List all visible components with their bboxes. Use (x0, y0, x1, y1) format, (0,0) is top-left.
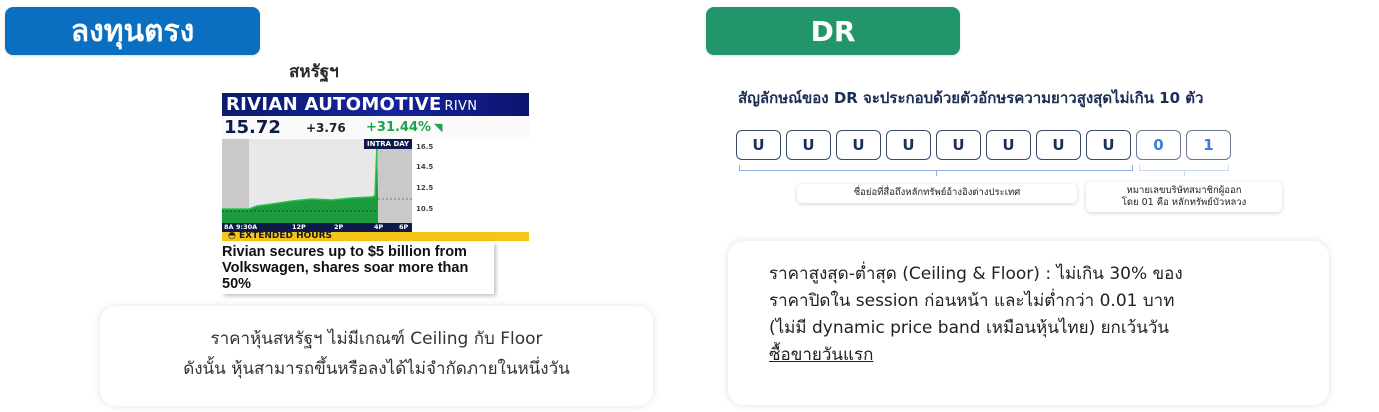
note-line: ราคาปิดใน session ก่อนหน้า และไม่ต่ำกว่า… (769, 291, 1175, 311)
x-tick: 8A (224, 223, 234, 231)
note-line: (ไม่มี dynamic price band เหมือนหุ้นไทย)… (769, 318, 1169, 338)
y-tick: 10.5 (416, 205, 434, 213)
stock-change: +3.76 (306, 120, 346, 135)
extended-hours-banner: ◓ EXTENDED HOURS (222, 232, 529, 241)
y-tick: 14.5 (416, 163, 434, 171)
symbol-char-box: U (986, 130, 1031, 160)
y-axis: 16.5 14.5 12.5 10.5 (414, 139, 454, 232)
x-tick: 4P (374, 223, 384, 231)
intraday-chart: INTRA DAY 8A 9:30A 12P 2P 4P 6P 16.5 14.… (222, 139, 529, 232)
symbol-char-box: U (1086, 130, 1131, 160)
stock-name: RIVIAN AUTOMOTIVE (226, 94, 442, 115)
dr-price-limit-note: ราคาสูงสุด-ต่ำสุด (Ceiling & Floor) : ไม… (728, 241, 1329, 405)
symbol-char-box: U (886, 130, 931, 160)
x-axis: 8A 9:30A 12P 2P 4P 6P (222, 223, 412, 232)
extended-hours-label: EXTENDED HOURS (239, 231, 333, 241)
symbol-boxes: U U U U U U U U 0 1 (736, 130, 1231, 160)
symbol-char-box: U (786, 130, 831, 160)
issuer-bracket (1139, 165, 1229, 171)
symbol-digit-box: 0 (1136, 130, 1181, 160)
quote-row: 15.72 +3.76 +31.44% ◥ (222, 116, 529, 139)
bracket-tick (1184, 171, 1185, 176)
y-tick: 12.5 (416, 184, 434, 192)
stock-ticker: RIVN (444, 99, 478, 114)
first-trading-day-text: ซื้อขายวันแรก (769, 345, 874, 365)
note-line: ราคาหุ้นสหรัฐฯ ไม่มีเกณฑ์ Ceiling กับ Fl… (210, 329, 543, 349)
dr-symbol-title: สัญลักษณ์ของ DR จะประกอบด้วยตัวอักษรความ… (738, 89, 1204, 107)
direct-investment-badge: ลงทุนตรง (5, 7, 260, 55)
note-line: ดังนั้น หุ้นสามารถขึ้นหรือลงได้ไม่จำกัดภ… (183, 359, 570, 379)
symbol-char-box: U (736, 130, 781, 160)
label-line: หมายเลขบริษัทสมาชิกผู้ออก (1126, 185, 1242, 196)
us-subtitle: สหรัฐฯ (289, 62, 339, 82)
intraday-tag: INTRA DAY (364, 139, 413, 149)
news-headline: Rivian secures up to $5 billion from Vol… (222, 242, 494, 294)
note-line: ราคาสูงสุด-ต่ำสุด (Ceiling & Floor) : ไม… (769, 264, 1183, 284)
x-tick: 6P (399, 223, 409, 231)
bracket-tick (936, 171, 937, 176)
stock-change-pct: +31.44% (366, 120, 432, 135)
headline-line: Volkswagen, shares soar more than 50% (222, 260, 469, 292)
stock-price: 15.72 (224, 117, 281, 138)
symbol-char-box: U (1036, 130, 1081, 160)
x-tick: 2P (334, 223, 344, 231)
issuer-label: หมายเลขบริษัทสมาชิกผู้ออก โดย 01 คือ หลั… (1086, 182, 1282, 212)
symbol-char-box: U (936, 130, 981, 160)
y-tick: 16.5 (416, 143, 434, 151)
price-line-svg (222, 143, 412, 223)
dr-badge: DR (706, 7, 960, 55)
symbol-digit-box: 1 (1186, 130, 1231, 160)
moon-icon: ◓ (228, 231, 239, 241)
us-price-limit-note: ราคาหุ้นสหรัฐฯ ไม่มีเกณฑ์ Ceiling กับ Fl… (100, 306, 653, 406)
x-tick: 9:30A (236, 223, 258, 231)
ticker-label: ชื่อย่อที่สื่อถึงหลักทรัพย์อ้างอิงต่างปร… (797, 184, 1077, 203)
symbol-char-box: U (836, 130, 881, 160)
x-tick: 12P (292, 223, 306, 231)
up-arrow-icon: ◥ (434, 121, 443, 134)
label-line: โดย 01 คือ หลักทรัพย์บัวหลวง (1121, 197, 1247, 208)
headline-line: Rivian secures up to $5 billion from (222, 244, 467, 260)
afterhours-shade (377, 139, 412, 223)
ticker-bracket (739, 165, 1133, 171)
